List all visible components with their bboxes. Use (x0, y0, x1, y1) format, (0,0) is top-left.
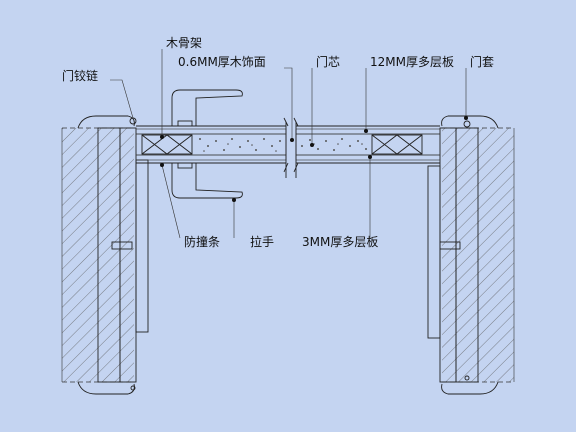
right-casing-slot (439, 241, 461, 250)
left-casing-stop (135, 159, 149, 333)
door-core-left (135, 133, 287, 156)
door-break-lines (285, 122, 297, 178)
door-plywood-top-right (295, 128, 441, 135)
right-casing-stop (427, 165, 441, 339)
door-plywood-top-left (135, 128, 287, 135)
label-door-core: 门芯 (316, 54, 340, 69)
label-wood-keel: 木骨架 (166, 36, 202, 50)
door-core-fill-dots (199, 138, 367, 152)
leader-hinge (110, 79, 134, 119)
handle-rose-bottom (177, 162, 193, 169)
wood-keel-left (141, 134, 193, 155)
door-leaf (135, 117, 441, 178)
right-casing (427, 115, 499, 395)
label-plywood-3: 3MM厚多层板 (302, 235, 378, 249)
hinge-pin-bottom-icon (130, 385, 136, 391)
label-hinge: 门铰链 (62, 68, 98, 83)
handle-top (171, 89, 243, 126)
right-casing-screw-icon (463, 120, 471, 128)
label-handle: 拉手 (250, 234, 274, 249)
label-plywood-12: 12MM厚多层板 (370, 55, 454, 69)
left-casing-slot (111, 241, 133, 250)
door-plywood-bottom-left (135, 154, 287, 161)
door-plywood-bottom-right (295, 154, 441, 161)
wood-keel-right (371, 134, 423, 155)
leader-veneer (284, 67, 293, 140)
label-door-casing: 门套 (470, 54, 494, 69)
left-casing-molding-bottom (77, 381, 135, 395)
left-casing (77, 115, 149, 395)
leader-bumper (161, 164, 181, 239)
door-core-right (295, 133, 441, 156)
leader-lines (110, 49, 467, 239)
right-casing-molding-top (441, 115, 499, 129)
leader-dots (160, 116, 468, 202)
left-casing-molding-top (77, 115, 135, 129)
label-bumper-strip: 防撞条 (184, 234, 220, 249)
handle-rose-top (177, 120, 193, 127)
right-casing-screw-bottom-icon (464, 375, 470, 381)
label-veneer: 0.6MM厚木饰面 (178, 55, 266, 69)
door-handle (171, 89, 243, 199)
right-casing-molding-bottom (441, 381, 499, 395)
handle-bottom (171, 163, 243, 199)
